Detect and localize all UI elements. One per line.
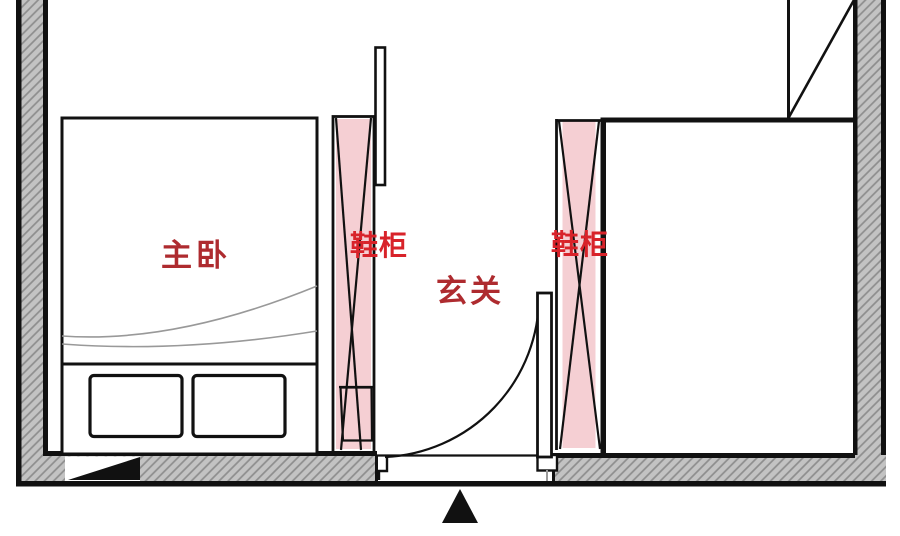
entrance-arrow-icon bbox=[442, 489, 478, 523]
blanket-fold-line bbox=[61, 285, 318, 338]
right-room-walls bbox=[600, 0, 856, 456]
door-swing-arc bbox=[384, 295, 541, 459]
blanket-fold-line bbox=[61, 330, 318, 348]
furniture-label-shoe-cabinet-left: 鞋柜 bbox=[350, 230, 409, 261]
cabinet-x-mark bbox=[558, 120, 601, 450]
master-bedroom-bed bbox=[60, 116, 319, 456]
shoe-cabinet-right bbox=[555, 119, 602, 450]
wall-opening-marker-icon bbox=[68, 457, 140, 480]
door-jamb-step bbox=[377, 457, 389, 480]
cabinet-drawer-box bbox=[339, 386, 374, 442]
opening-diagonal-marker bbox=[787, 0, 856, 118]
shoe-cabinet-left bbox=[331, 115, 376, 455]
bottom-wall bbox=[16, 451, 886, 487]
bed-pillow bbox=[88, 373, 184, 439]
left-wall bbox=[16, 0, 48, 486]
partition-screen bbox=[374, 46, 387, 187]
cabinet-x-mark bbox=[334, 117, 363, 451]
room-label-entryway: 玄关 bbox=[436, 274, 504, 309]
cabinet-x-mark bbox=[339, 117, 373, 451]
right-wall bbox=[853, 0, 886, 486]
furniture-label-shoe-cabinet-right: 鞋柜 bbox=[551, 229, 610, 260]
entry-door bbox=[377, 291, 559, 481]
room-label-master-bedroom: 主卧 bbox=[161, 238, 231, 273]
bed-pillow bbox=[191, 373, 287, 439]
door-leaf bbox=[536, 291, 553, 459]
